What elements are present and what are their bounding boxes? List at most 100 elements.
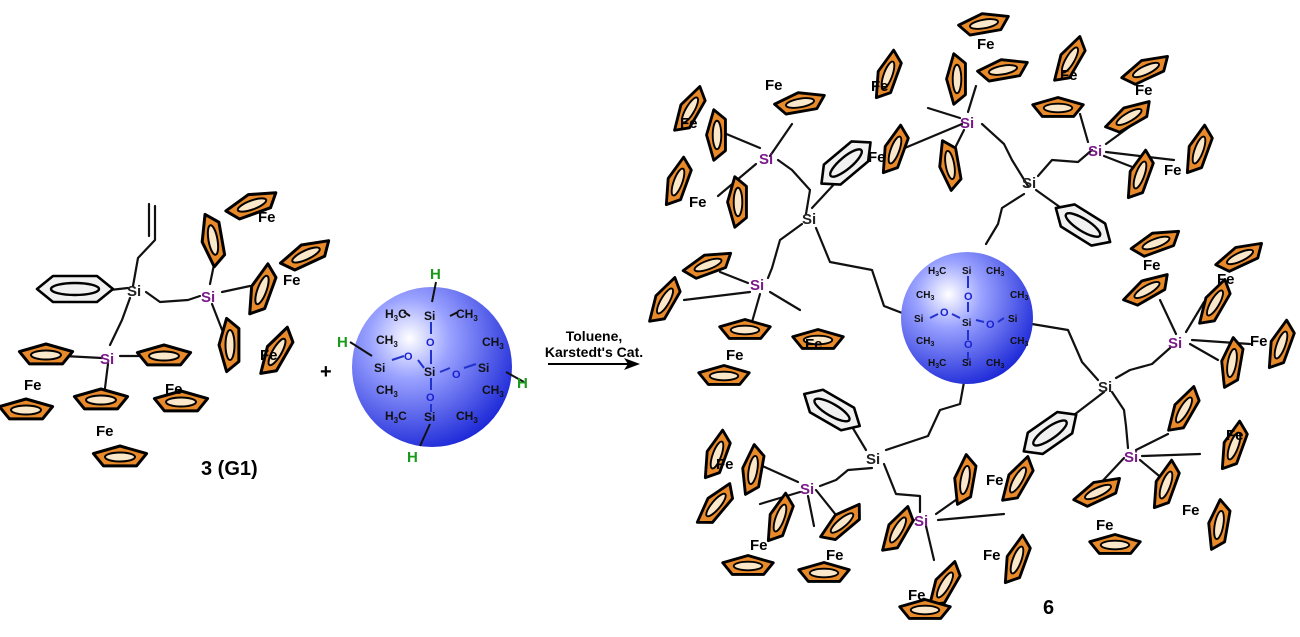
iron-atom: Fe [871,78,889,95]
o-core-left: O [940,307,949,319]
cp-ring [1152,458,1181,510]
si-top: Si [424,309,435,323]
methyl-core-top-right: CH3 [986,266,1004,278]
methyl-right-down: CH3 [482,383,504,399]
o-core-bottom: O [964,339,973,351]
iron-atom: Fe [258,209,276,226]
methyl-top-right: CH3 [456,307,478,323]
cp-ring [791,328,845,350]
cp-ring [938,139,963,192]
methyl-core-bottom-left: H3C [928,358,946,370]
phenyl-ring-reactant [35,274,115,304]
cp-ring [718,318,772,340]
methyl-bottom-right: CH3 [456,409,478,425]
methyl-core-left-down: CH3 [916,336,934,348]
cp-ring [697,364,751,386]
o-core-right: O [986,319,995,331]
cp-ring [1104,100,1151,134]
iron-atom: Fe [908,587,926,604]
iron-atom: Fe [96,423,114,440]
oxygen-bottom: O [426,392,435,404]
phenyl-rings [35,140,1112,456]
cp-ring [741,443,766,496]
oxygen-top: O [426,337,435,349]
cp-ring [945,52,967,106]
cp-ring [648,276,682,323]
product-label: 6 [1043,597,1054,619]
cp-ring [91,444,149,468]
cp-ring [1207,498,1232,551]
iron-atom: Fe [680,115,698,132]
phenyl-ring-upper-left [820,140,872,186]
bond-lines [62,84,1252,562]
si-product-ur-right: Si [1088,143,1102,160]
si-right: Si [478,361,489,375]
si-core-center: Si [962,318,972,329]
si-product-ur-left: Si [960,115,974,132]
cp-ring [797,561,851,583]
si-core-bottom: Si [962,358,972,369]
iron-atom: Fe [1250,333,1268,350]
cp-ring [705,108,727,162]
si-center: Si [424,365,435,379]
cp-ring [681,251,733,280]
cp-ring [1220,336,1245,389]
si-product-ul-top: Si [759,151,773,168]
si-product-lr-top: Si [1168,335,1182,352]
si-left: Si [374,361,385,375]
si-product-ur-focal: Si [1022,175,1036,192]
phenyl-ring-lower-right [1022,410,1078,456]
ferrocene-rings [0,12,1296,620]
cp-ring [1167,385,1201,432]
si-reactant-focal: Si [127,283,141,300]
cp-ring [1120,54,1169,86]
oxygen-right: O [452,369,461,381]
methyl-top-left: H3C [385,307,407,323]
iron-atom: Fe [1135,82,1153,99]
si-core-left: Si [914,314,924,325]
si-reactant-branch-left: Si [100,351,114,368]
oxygen-left: O [404,351,413,363]
cp-ring [1214,241,1263,273]
cp-ring [1072,476,1121,508]
iron-atom: Fe [689,194,707,211]
si-bottom: Si [424,410,435,424]
cp-ring [664,155,693,207]
cp-ring [217,316,241,374]
cp-ring [898,598,952,620]
cp-ring [152,389,210,413]
cp-ring [1267,318,1296,370]
cp-ring [224,191,278,221]
si-product-ll-focal: Si [866,451,880,468]
cp-ring [1003,533,1032,585]
methyl-core-right-up: CH3 [1010,290,1028,302]
hydrogen-bottom: H [407,449,418,466]
iron-atom: Fe [826,547,844,564]
iron-atom: Fe [1226,427,1244,444]
si-product-ul-focal: Si [802,211,816,228]
sphere-product [901,252,1033,384]
cp-ring [953,453,978,506]
silicon-labels: Si Si Si Si Si Si Si Si Si Si Si Si Si S… [100,115,1182,530]
cp-ring [135,343,193,367]
cp-ring [773,91,826,116]
cp-ring [1198,278,1232,325]
si-product-lr-focal: Si [1098,379,1112,396]
cp-ring [1126,148,1155,200]
cp-ring [248,262,278,316]
iron-atom: Fe [283,272,301,289]
iron-atom: Fe [1060,67,1078,84]
methyl-core-right-down: CH3 [1010,336,1028,348]
phenyl-ring-upper-right [1054,203,1112,247]
cp-ring [1088,533,1142,555]
iron-atom: Fe [1096,517,1114,534]
methyl-right-up: CH3 [482,335,504,351]
cp-ring [703,428,732,480]
hydrogen-left: H [337,334,348,351]
methyl-core-bottom-right: CH3 [986,358,1004,370]
methyl-core-top-left: H3C [928,266,946,278]
iron-atom: Fe [977,36,995,53]
o-core-top: O [964,291,973,303]
